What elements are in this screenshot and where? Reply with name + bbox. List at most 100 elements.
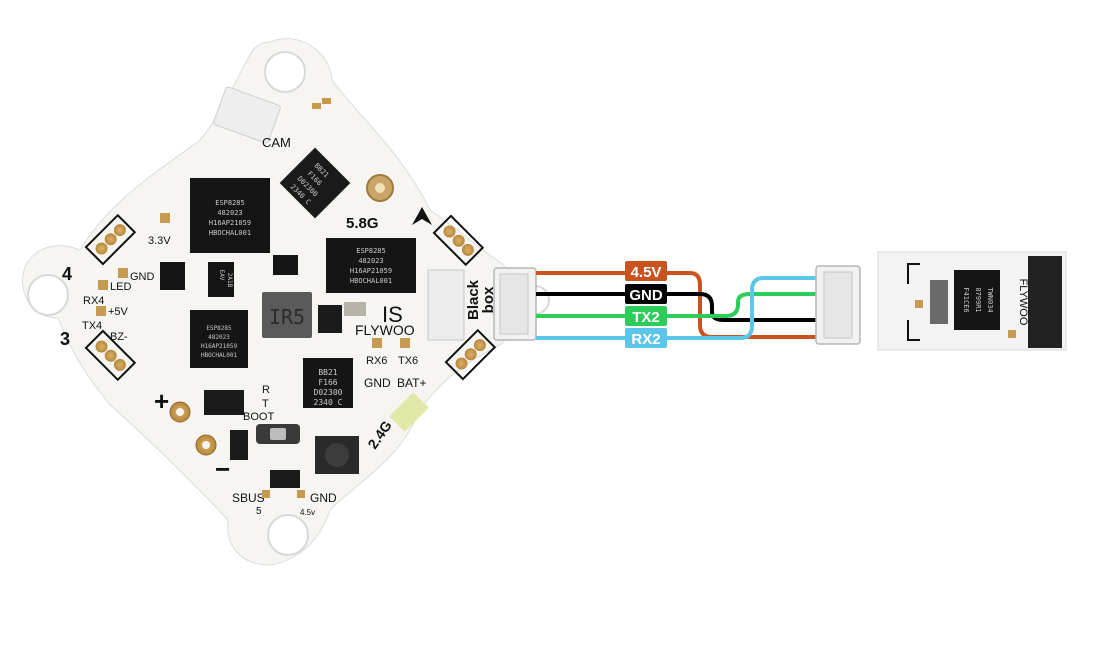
esp-chip-bottom-line4: HBOCHAL001 xyxy=(201,352,238,359)
small-chip-2 xyxy=(160,262,185,290)
esp-chip-bottom-line2: 482023 xyxy=(208,334,230,341)
esp-chip-top xyxy=(190,178,270,253)
minus-label: − xyxy=(215,454,230,484)
blackbox-module: F41CE6 0799R1 TWN034 FLYWOO xyxy=(877,251,1067,351)
pad-sbus xyxy=(262,490,270,498)
pad-3v3-label: 3.3V xyxy=(148,235,171,247)
mount-hole-left xyxy=(27,274,69,316)
sbus-chip xyxy=(270,470,300,488)
cable-connector-right-inner xyxy=(823,271,853,339)
cam-connector xyxy=(213,86,281,144)
rx-antenna-pad xyxy=(389,392,429,432)
module-chip-line2: 0799R1 xyxy=(974,287,982,312)
pad-tx4-label: TX4 xyxy=(82,320,102,332)
pad-bat-label: BAT+ xyxy=(397,376,426,390)
pad-rx6 xyxy=(372,338,382,348)
wire-45v xyxy=(536,271,818,339)
esp-chip-top-line4: HBOCHAL001 xyxy=(209,229,251,237)
blackbox-label-line1: Black xyxy=(465,279,482,320)
pad-bz-label: BZ- xyxy=(110,331,128,343)
esp-chip-right-line2: 482023 xyxy=(358,257,383,265)
module-chip-line1: F41CE6 xyxy=(962,287,970,312)
diode xyxy=(230,430,248,460)
boot-label: BOOT xyxy=(243,411,274,423)
esp-chip-right-line4: HBOCHAL001 xyxy=(350,277,392,285)
pad-gnd-bottom xyxy=(297,490,305,498)
pad-rx6-label: RX6 xyxy=(366,355,387,367)
pad-5v-label: +5V xyxy=(108,306,129,318)
pad-tx6 xyxy=(400,338,410,348)
module-brand-label: FLYWOO xyxy=(1017,279,1029,326)
motor-pads-1 xyxy=(432,214,485,267)
mcu-bottom-line3: D02300 xyxy=(314,388,343,397)
motor-3-label: 3 xyxy=(60,329,70,349)
sbus-num-label: 5 xyxy=(256,506,262,517)
pad-gnd-bottom-label: GND xyxy=(310,491,337,505)
mount-hole-bottom xyxy=(267,514,309,556)
wire-rx2 xyxy=(536,276,818,340)
esp-chip-bottom-line3: H16AP21059 xyxy=(201,343,238,350)
wire-label-rx2: RX2 xyxy=(625,328,667,348)
pad-led xyxy=(98,280,108,290)
label-5-8g: 5.8G xyxy=(346,215,379,232)
led-top-2 xyxy=(322,98,331,104)
esp-chip-right-line1: ESP8285 xyxy=(356,247,386,255)
cable-connector-left-inner xyxy=(499,273,529,335)
pad-rx4-label: RX4 xyxy=(83,295,104,307)
small-chip-line2: 2A1B xyxy=(226,273,233,288)
antenna-connector-core xyxy=(375,183,385,193)
pad-minus-hole xyxy=(202,441,210,449)
mount-hole-top xyxy=(264,51,306,93)
module-chip xyxy=(954,270,1000,330)
mcu-chip-bottom xyxy=(303,358,353,408)
pad-tx6-label: TX6 xyxy=(398,355,418,367)
module-pad-1 xyxy=(915,300,923,308)
esp-chip-bottom xyxy=(190,310,248,368)
model-label: IS xyxy=(382,302,403,327)
ir5-inductor xyxy=(262,292,312,338)
small-chip-3 xyxy=(273,255,298,275)
wire-label-tx2-text: TX2 xyxy=(632,309,660,326)
pad-r-label: R xyxy=(262,384,270,396)
boot-button-cap xyxy=(270,428,286,440)
motor-pads-4 xyxy=(84,213,137,266)
mcu-chip-top xyxy=(279,147,351,219)
motor-4-label: 4 xyxy=(62,264,72,284)
wire-label-45v-text: 4.5V xyxy=(631,264,662,281)
mcu-bottom-line1: BB21 xyxy=(318,368,337,377)
module-chip-line3: TWN034 xyxy=(986,287,994,312)
brand-label: FLYWOO xyxy=(355,322,415,338)
module-inductor xyxy=(930,280,948,324)
pad-3v3 xyxy=(160,213,170,223)
esp-chip-top-line1: ESP8285 xyxy=(215,199,245,207)
capacitor-black xyxy=(318,305,342,333)
module-bracket-top xyxy=(907,263,920,284)
pad-t-label: T xyxy=(262,398,269,410)
esp-chip-right xyxy=(326,238,416,293)
board-blackbox-connector xyxy=(427,269,465,341)
module-bracket-bottom xyxy=(907,320,920,341)
small-chip-line1: EAV xyxy=(218,270,225,281)
esp-chip-bottom-line1: ESP8285 xyxy=(206,325,232,332)
small-chip-1 xyxy=(208,262,234,297)
pad-gnd-right-label: GND xyxy=(364,376,391,390)
module-pad-2 xyxy=(1008,330,1016,338)
pad-45v-small-label: 4.5v xyxy=(300,508,315,517)
motor-pads-2 xyxy=(444,328,497,381)
motor-pads-3 xyxy=(84,329,137,382)
cable-assembly: 4.5V GND TX2 RX2 xyxy=(493,261,861,348)
pad-gnd-left xyxy=(118,268,128,278)
wire-label-45v: 4.5V xyxy=(625,261,667,281)
blackbox-label-line2: box xyxy=(480,286,497,313)
mcu-bottom-line4: 2340 C xyxy=(314,398,343,407)
capacitor-gray xyxy=(344,302,366,316)
flight-controller-board: CAM ESP8285 482023 H16AP21059 HBOCHAL001… xyxy=(22,38,550,566)
wire-label-rx2-text: RX2 xyxy=(631,331,660,348)
rx-chip-circle xyxy=(325,443,349,467)
wire-label-tx2: TX2 xyxy=(625,306,667,326)
pad-plus-hole xyxy=(176,408,184,416)
wire-gnd xyxy=(536,292,818,322)
sbus-label: SBUS xyxy=(232,491,265,505)
wire-tx2 xyxy=(536,292,818,318)
